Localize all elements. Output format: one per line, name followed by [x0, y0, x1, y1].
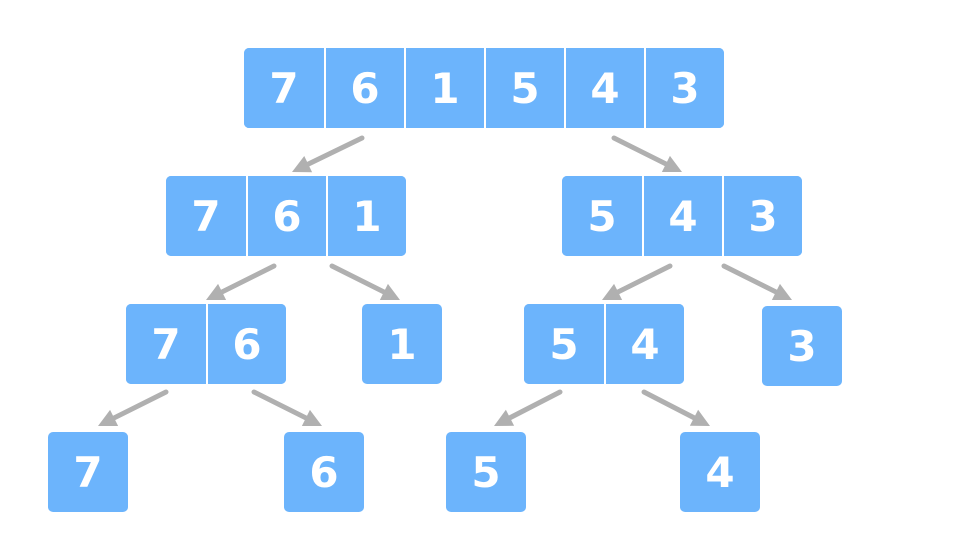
arrow-shaft — [111, 389, 169, 421]
array-cell: 3 — [762, 306, 842, 386]
array-lll: 7 — [48, 432, 128, 512]
array-cell: 3 — [644, 48, 724, 128]
array-cell: 7 — [126, 304, 206, 384]
arrow-root-to-l — [292, 135, 365, 173]
arrow-shaft — [721, 263, 779, 295]
arrow-rl-to-rll — [494, 389, 563, 426]
arrow-shaft — [611, 135, 669, 167]
arrow-head — [689, 409, 710, 426]
arrow-head — [292, 156, 313, 173]
array-lr: 1 — [362, 304, 442, 384]
array-rll: 5 — [446, 432, 526, 512]
arrow-shaft — [219, 263, 277, 295]
arrow-rl-to-rlr — [641, 389, 710, 426]
array-cell: 6 — [206, 304, 286, 384]
arrow-root-to-r — [611, 135, 682, 172]
arrow-head — [602, 283, 623, 300]
arrow-head — [661, 155, 682, 172]
array-cell: 5 — [484, 48, 564, 128]
arrow-ll-to-llr — [251, 389, 322, 426]
arrow-head — [494, 409, 515, 426]
array-cell: 4 — [680, 432, 760, 512]
arrow-shaft — [305, 135, 365, 167]
array-cell: 4 — [564, 48, 644, 128]
arrow-head — [98, 409, 119, 426]
array-cell: 1 — [326, 176, 406, 256]
arrow-r-to-rl — [602, 263, 673, 300]
array-cell: 3 — [722, 176, 802, 256]
arrow-head — [379, 283, 400, 300]
arrow-l-to-lr — [329, 263, 400, 300]
array-cell: 6 — [284, 432, 364, 512]
array-llr: 6 — [284, 432, 364, 512]
arrow-shaft — [329, 263, 387, 295]
array-cell: 1 — [404, 48, 484, 128]
array-cell: 6 — [324, 48, 404, 128]
arrow-l-to-ll — [206, 263, 277, 300]
arrow-shaft — [251, 389, 309, 421]
array-cell: 5 — [446, 432, 526, 512]
arrow-head — [206, 283, 227, 300]
array-cell: 6 — [246, 176, 326, 256]
array-cell: 7 — [166, 176, 246, 256]
arrow-shaft — [615, 263, 673, 295]
arrow-head — [301, 409, 322, 426]
arrow-shaft — [507, 389, 563, 421]
array-cell: 4 — [604, 304, 684, 384]
arrow-ll-to-lll — [98, 389, 169, 426]
array-rr: 3 — [762, 306, 842, 386]
array-cell: 5 — [562, 176, 642, 256]
array-cell: 7 — [48, 432, 128, 512]
arrow-head — [771, 283, 792, 300]
array-cell: 7 — [244, 48, 324, 128]
array-cell: 5 — [524, 304, 604, 384]
arrow-shaft — [641, 389, 697, 421]
arrow-r-to-rr — [721, 263, 792, 300]
array-cell: 4 — [642, 176, 722, 256]
array-rlr: 4 — [680, 432, 760, 512]
array-cell: 1 — [362, 304, 442, 384]
